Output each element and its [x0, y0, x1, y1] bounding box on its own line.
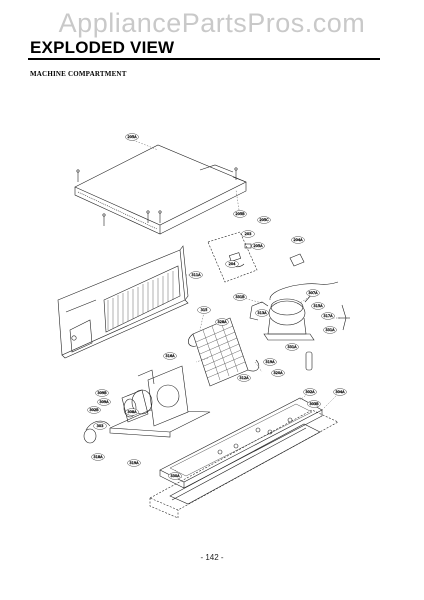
- callout-1: 205B: [233, 210, 247, 218]
- callout-30: 319A: [127, 459, 141, 467]
- svg-text:203: 203: [245, 232, 252, 236]
- svg-text:205A: 205A: [127, 135, 137, 139]
- callout-22: 309B: [95, 389, 109, 397]
- svg-text:308A: 308A: [127, 410, 137, 414]
- callout-9: 307A: [306, 289, 320, 297]
- page-title: EXPLODED VIEW: [30, 38, 175, 57]
- callout-7: 311A: [189, 271, 203, 279]
- fan-motor-assembly: [83, 365, 211, 444]
- callout-3: 203: [241, 230, 255, 238]
- svg-text:315: 315: [201, 308, 208, 312]
- section-title: MACHINE COMPARTMENT: [30, 70, 127, 78]
- callout-4: 205A: [251, 242, 265, 250]
- svg-text:320A: 320A: [273, 371, 283, 375]
- svg-text:204A: 204A: [293, 238, 303, 242]
- svg-text:205A: 205A: [253, 244, 263, 248]
- svg-text:304A: 304A: [335, 390, 345, 394]
- back-grille-panel: [57, 245, 189, 359]
- callout-8: 331B: [233, 293, 247, 301]
- callout-26: 308A: [125, 408, 139, 416]
- svg-text:319A: 319A: [265, 360, 275, 364]
- callout-0: 205A: [125, 133, 139, 141]
- callout-16: 331A: [285, 343, 299, 351]
- watermark-text: AppliancePartsPros.com: [58, 8, 366, 38]
- callout-6: 204A: [291, 236, 305, 244]
- electrical-box-group: [207, 231, 305, 283]
- callout-28: 303: [93, 422, 107, 430]
- svg-text:316A: 316A: [165, 354, 175, 358]
- svg-text:309A: 309A: [99, 400, 109, 404]
- svg-text:311A: 311A: [191, 273, 201, 277]
- callout-25: 303B: [307, 400, 321, 408]
- svg-text:318A: 318A: [93, 455, 103, 459]
- svg-text:205B: 205B: [235, 212, 245, 216]
- callout-24: 302B: [87, 406, 101, 414]
- svg-text:330A: 330A: [170, 474, 180, 478]
- callout-14: 328A: [215, 318, 229, 326]
- svg-text:312A: 312A: [239, 376, 249, 380]
- svg-text:315A: 315A: [313, 304, 323, 308]
- callout-27: 304A: [333, 388, 347, 396]
- callout-23: 309A: [97, 398, 111, 406]
- callout-17: 316A: [163, 352, 177, 360]
- callout-5: 204: [225, 260, 239, 268]
- drain-tray: [149, 409, 339, 519]
- svg-text:307A: 307A: [308, 291, 318, 295]
- svg-text:205C: 205C: [259, 218, 269, 222]
- callout-11: 315A: [311, 302, 325, 310]
- cover-screws: [76, 167, 238, 226]
- callout-labels: 205A 205B 205C 203 205A 204 204A 311A 33…: [87, 133, 347, 480]
- callout-18: 319A: [263, 358, 277, 366]
- svg-text:331B: 331B: [235, 295, 245, 299]
- callout-29: 318A: [91, 453, 105, 461]
- callout-21: 302A: [303, 388, 317, 396]
- svg-text:319A: 319A: [129, 461, 139, 465]
- top-cover-plate: [74, 144, 247, 235]
- svg-text:303: 303: [97, 424, 104, 428]
- svg-text:328A: 328A: [217, 320, 227, 324]
- svg-text:303B: 303B: [309, 402, 319, 406]
- callout-10: 313A: [255, 309, 269, 317]
- callout-31: 330A: [168, 472, 182, 480]
- callout-12: 317A: [321, 312, 335, 320]
- svg-text:331A: 331A: [287, 345, 297, 349]
- svg-text:331A: 331A: [325, 328, 335, 332]
- condenser-coil: [188, 317, 260, 387]
- callout-2: 205C: [257, 216, 271, 224]
- svg-text:317A: 317A: [323, 314, 333, 318]
- callout-19: 320A: [271, 369, 285, 377]
- svg-text:309B: 309B: [97, 391, 107, 395]
- title-rule: [28, 58, 380, 60]
- compressor: [249, 281, 339, 341]
- callout-13: 315: [197, 306, 211, 314]
- callout-20: 312A: [237, 374, 251, 382]
- svg-text:204: 204: [229, 262, 237, 266]
- svg-text:313A: 313A: [257, 311, 267, 315]
- page-number: - 142 -: [200, 553, 224, 562]
- svg-text:302B: 302B: [89, 408, 99, 412]
- svg-text:302A: 302A: [305, 390, 315, 394]
- callout-15: 331A: [323, 326, 337, 334]
